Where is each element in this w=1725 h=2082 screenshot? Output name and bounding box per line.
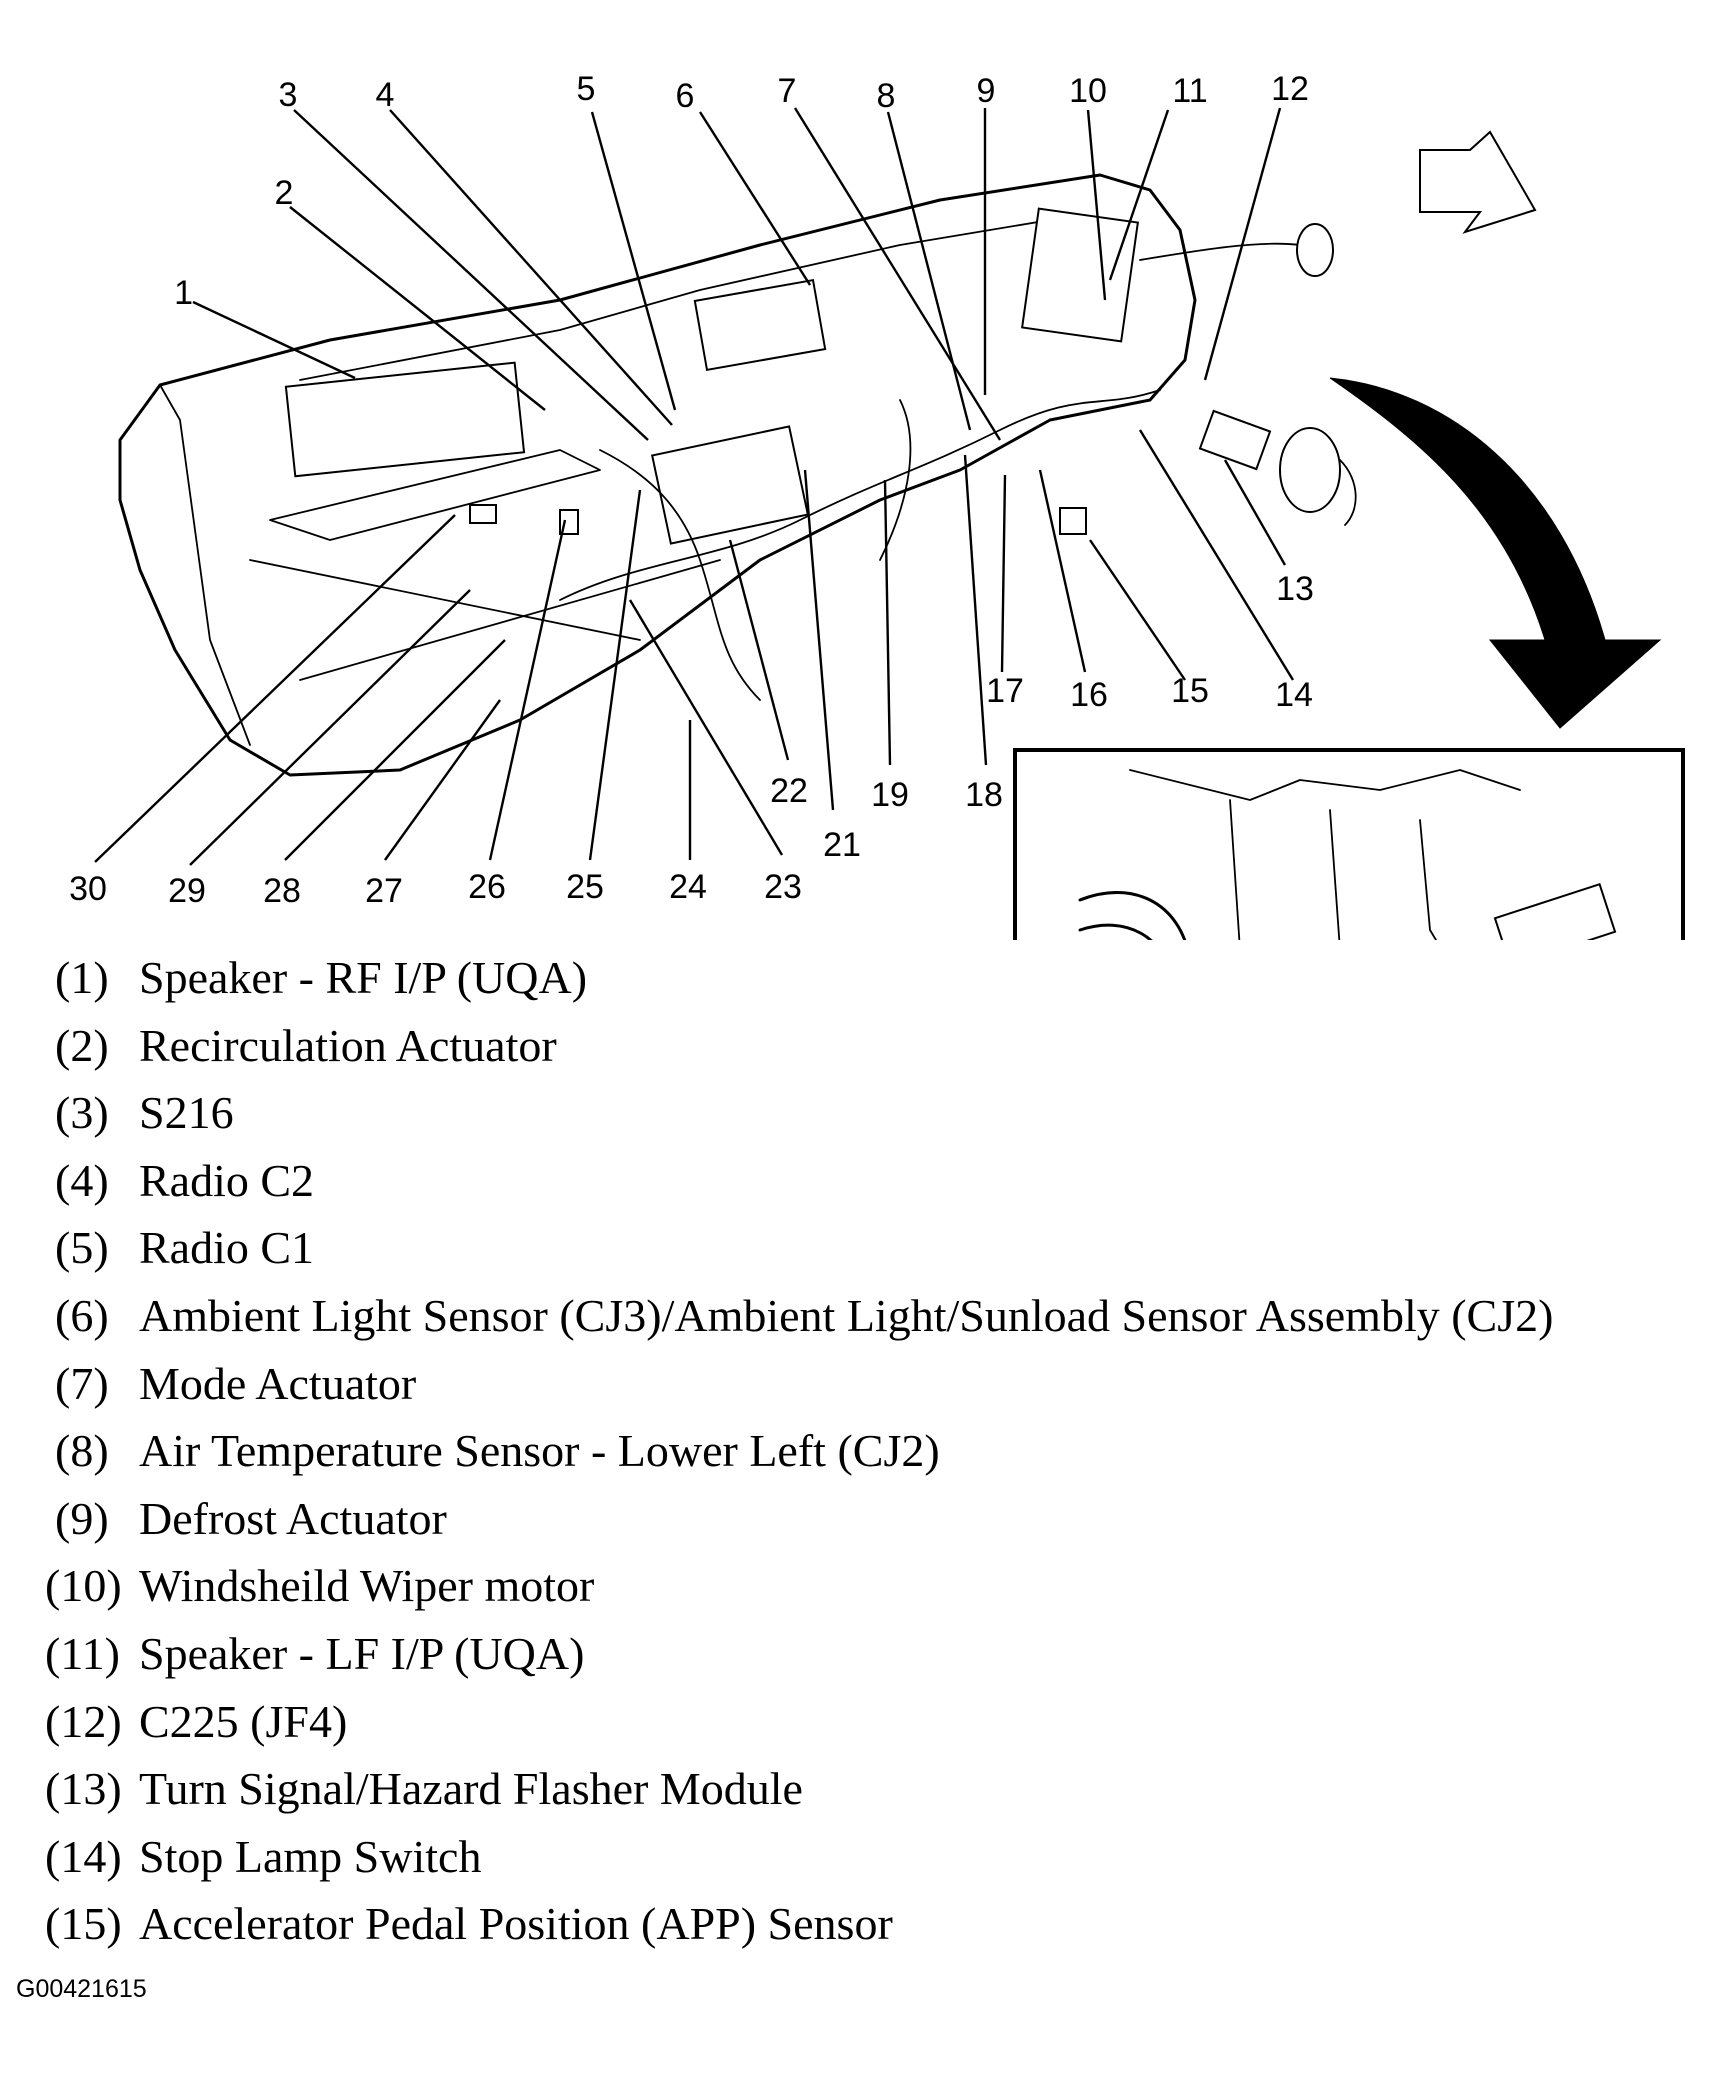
callout-6: 6 [676,77,695,115]
legend-number: (6) [55,1289,109,1341]
legend-item: (12) C225 (JF4) [0,1688,1725,1756]
legend-number: (10) [45,1560,122,1612]
legend-number: (8) [55,1425,109,1477]
callout-24: 24 [669,868,707,906]
callout-18: 18 [965,776,1003,814]
legend-number: (11) [45,1627,120,1679]
legend-number: (12) [45,1695,122,1747]
callout-23: 23 [764,868,802,906]
callout-19: 19 [871,776,909,814]
component-legend: (1) Speaker - RF I/P (UQA) (2) Recirculati… [0,944,1725,1958]
legend-label: S216 [139,1087,234,1139]
callout-10: 10 [1069,72,1107,110]
legend-item: (6) Ambient Light Sensor (CJ3)/Ambient Li… [0,1282,1725,1350]
callout-2: 2 [275,174,294,212]
legend-item: (5) Radio C1 [0,1214,1725,1282]
legend-item: (4) Radio C2 [0,1147,1725,1215]
callout-9: 9 [977,72,996,110]
legend-item: (9) Defrost Actuator [0,1485,1725,1553]
legend-number: (3) [55,1087,109,1139]
callout-21: 21 [823,826,861,864]
callout-11: 11 [1172,72,1207,110]
legend-label: Turn Signal/Hazard Flasher Module [139,1763,803,1815]
legend-label: Defrost Actuator [139,1492,447,1544]
legend-item: (3) S216 [0,1079,1725,1147]
callout-1: 1 [174,274,193,312]
callout-12: 12 [1271,70,1309,108]
legend-item: (13) Turn Signal/Hazard Flasher Module [0,1755,1725,1823]
callout-4: 4 [376,76,395,114]
legend-number: (15) [45,1898,122,1950]
callout-15: 15 [1171,672,1209,710]
legend-label: C225 (JF4) [139,1695,348,1747]
callout-30: 30 [69,870,107,908]
callout-7: 7 [778,72,797,110]
detail-view-arrow-icon [1329,377,1662,729]
callout-numbers: 1 2 3 4 5 6 7 8 9 10 11 12 13 14 15 16 1… [69,70,1314,910]
legend-label: Radio C2 [139,1154,315,1206]
legend-item: (8) Air Temperature Sensor - Lower Left (… [0,1417,1725,1485]
callout-leader-lines [94,107,1295,866]
callout-29: 29 [168,872,206,910]
legend-number: (5) [55,1222,109,1274]
legend-number: (7) [55,1357,109,1409]
callout-25: 25 [566,868,604,906]
legend-label: Air Temperature Sensor - Lower Left (CJ2… [139,1425,940,1477]
legend-number: (14) [45,1830,122,1882]
legend-item: (2) Recirculation Actuator [0,1012,1725,1080]
callout-26: 26 [468,868,506,906]
inset-detail-view [1013,748,1685,940]
callout-14: 14 [1275,676,1313,714]
legend-label: Windsheild Wiper motor [139,1560,595,1612]
callout-22: 22 [770,772,808,810]
figure-id: G00421615 [16,1975,147,2003]
legend-number: (2) [55,1019,109,1071]
legend-item: (7) Mode Actuator [0,1350,1725,1418]
legend-label: Radio C1 [139,1222,315,1274]
legend-label: Speaker - LF I/P (UQA) [139,1627,585,1679]
legend-number: (9) [55,1492,109,1544]
instrument-panel-artwork [118,173,1357,777]
callout-13: 13 [1276,570,1314,608]
legend-number: (13) [45,1763,122,1815]
legend-item: (1) Speaker - RF I/P (UQA) [0,944,1725,1012]
legend-label: Mode Actuator [139,1357,417,1409]
legend-item: (11) Speaker - LF I/P (UQA) [0,1620,1725,1688]
callout-27: 27 [365,872,403,910]
callout-3: 3 [279,76,298,114]
legend-item: (14) Stop Lamp Switch [0,1823,1725,1891]
legend-number: (1) [55,952,109,1003]
callout-8: 8 [877,77,896,115]
callout-5: 5 [577,70,596,108]
legend-label: Accelerator Pedal Position (APP) Sensor [139,1898,893,1950]
dashboard-wiring-diagram: 1 2 3 4 5 6 7 8 9 10 11 12 13 14 15 16 1… [69,70,1685,940]
callout-16: 16 [1070,676,1108,714]
legend-label: Ambient Light Sensor (CJ3)/Ambient Light… [139,1289,1554,1341]
callout-28: 28 [263,872,301,910]
front-direction-arrow-icon [1419,130,1537,234]
callout-17: 17 [986,672,1024,710]
legend-label: Recirculation Actuator [139,1019,557,1071]
legend-label: Stop Lamp Switch [139,1830,482,1882]
legend-item: (10) Windsheild Wiper motor [0,1552,1725,1620]
legend-number: (4) [55,1154,109,1206]
legend-label: Speaker - RF I/P (UQA) [139,952,588,1003]
legend-item: (15) Accelerator Pedal Position (APP) Sen… [0,1890,1725,1958]
